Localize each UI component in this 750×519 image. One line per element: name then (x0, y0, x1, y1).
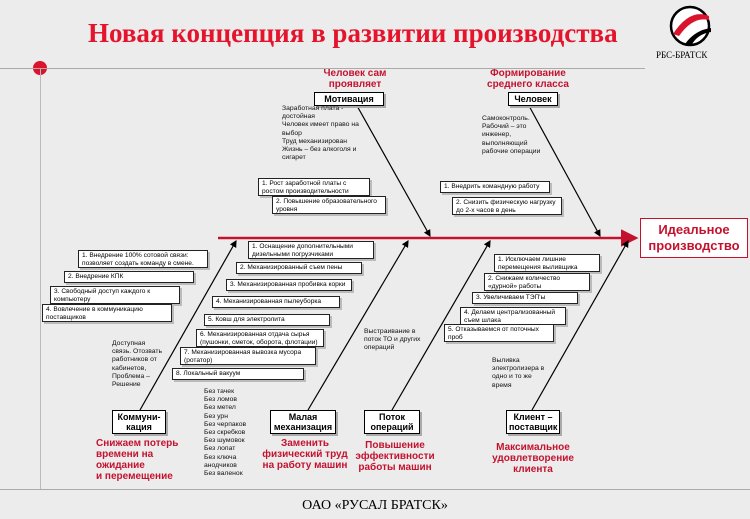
bone-communication (139, 239, 237, 411)
client-label: Клиент – поставщик (506, 410, 560, 434)
page-title: Новая концепция в развитии производства (88, 18, 618, 48)
flow-label: Поток операций (364, 410, 420, 434)
mechanization-cause-2: 2. Механизированный съем пены (236, 262, 362, 274)
mechanization-notes: Без тачек Без ломов Без метел Без урн Бе… (204, 388, 247, 478)
footer-company: ОАО «РУСАЛ БРАТСК» (302, 498, 448, 513)
bone-mechanization (307, 239, 409, 411)
client-cause-1: 1. Исключаем лишние перемещения выливщик… (494, 254, 600, 272)
person-notes: Самоконтроль. Рабочий – это инженер, вып… (482, 115, 541, 155)
left-rule (40, 69, 41, 489)
client-cause-5: 5. Отказываемся от поточных проб (444, 324, 554, 342)
communication-label: Коммуни- кация (112, 410, 166, 434)
bone-client (531, 239, 629, 411)
communication-cause-3: 3. Свободный доступ каждого к компьютеру (50, 286, 180, 304)
bone-motivation (355, 103, 431, 238)
motivation-cause-1: 1. Рост заработной платы с ростом произв… (258, 178, 370, 196)
flow-goal: Повышение эффективности работы машин (355, 440, 435, 473)
motivation-cause-2: 2. Повышение образовательного уровня (272, 196, 386, 214)
client-goal: Максимальное удовлетворение клиента (492, 442, 574, 475)
mechanization-cause-1: 1. Оснащение дополнительными дизельными … (248, 241, 374, 259)
mechanization-cause-3: 3. Механизированная пробивка корки (226, 279, 352, 291)
header-rule (0, 68, 645, 69)
communication-cause-2: 2. Внедрение КПК (64, 271, 194, 283)
client-notes: Выливка электролизера в одно и то же вре… (492, 357, 545, 389)
motivation-label: Мотивация (314, 92, 384, 106)
mechanization-cause-4: 4. Механизированная пылеуборка (212, 296, 340, 308)
effect-box: Идеальное производство (640, 218, 748, 258)
communication-cause-4: 4. Вовлечение в коммуникацию поставщиков (42, 304, 172, 322)
mechanization-cause-8: 8. Локальный вакуум (172, 368, 304, 380)
communication-cause-1: 1. Внедрение 100% сотовой связи: позволя… (78, 250, 208, 268)
person-cause-1: 1. Внедрить командную работу (440, 181, 550, 193)
bone-flow (391, 239, 491, 411)
mechanization-cause-5: 5. Ковш для электролита (204, 314, 330, 326)
person-goal: Формирование среднего класса (487, 68, 569, 90)
client-cause-3: 3. Увеличиваем ТЭП'ы (472, 292, 578, 304)
flow-notes: Выстраивание в поток ТО и других операци… (364, 328, 421, 352)
mechanization-label: Малая механизация (270, 410, 336, 434)
mechanization-cause-6: 6. Механизированная отдача сырья (пушонк… (196, 329, 324, 347)
footer-rule (0, 489, 750, 490)
motivation-notes: Заработная плата - достойная Человек име… (282, 105, 359, 162)
company-logo-icon (669, 5, 711, 47)
bone-person (527, 103, 601, 238)
communication-notes: Доступная связь. Отозвать работников от … (112, 340, 163, 389)
client-cause-4: 4. Делаем централизованный съем шлака (460, 307, 566, 325)
person-cause-2: 2. Снизить физическую нагрузку до 2-х ча… (452, 197, 562, 215)
communication-goal: Снижаем потерь времени на ожидание и пер… (96, 438, 179, 482)
mechanization-goal: Заменить физический труд на работу машин (262, 438, 348, 471)
logo-text: РБС-БРАТСК (656, 50, 708, 60)
client-cause-2: 2. Снижаем количество «дурной» работы (484, 273, 590, 291)
person-label: Человек (508, 92, 558, 106)
mechanization-cause-7: 7. Механизированная вывозка мусора (рота… (180, 347, 316, 365)
